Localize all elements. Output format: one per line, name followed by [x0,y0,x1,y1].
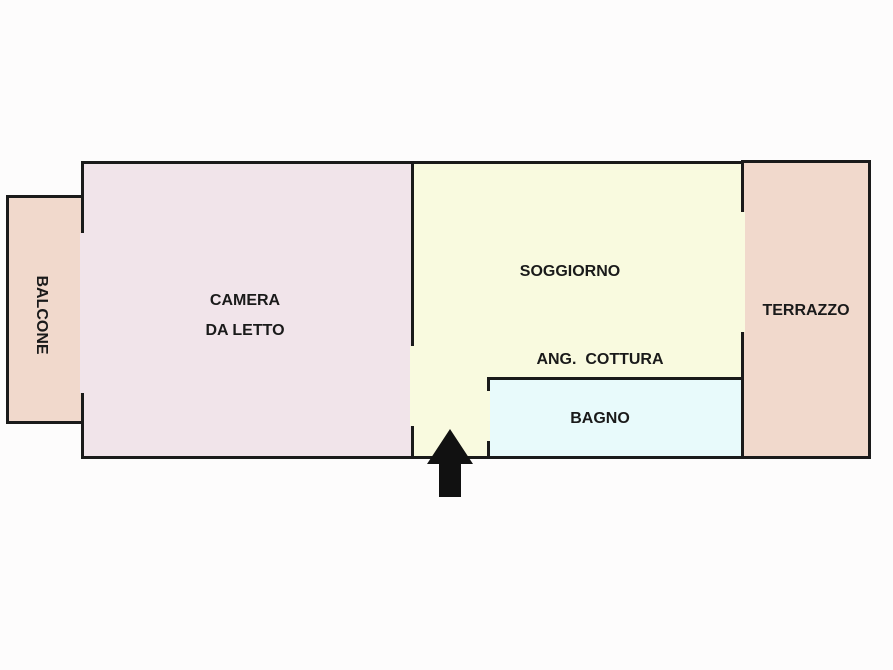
bedroom-label-line2: DA LETTO [205,322,285,339]
kitchenette-label: ANG. COTTURA [536,351,664,368]
bathroom-door [486,391,490,441]
arrow-up-icon [427,429,473,497]
balcony-room [6,195,85,424]
bedroom-balcony-door [80,233,85,393]
bedroom-label: CAMERA DA LETTO [145,286,345,346]
balcony-label: BALCONE [33,275,50,355]
bathroom-label: BAGNO [570,410,630,427]
bedroom-label-line1: CAMERA [209,292,281,309]
bedroom-living-door [410,346,415,426]
living-label: SOGGIORNO [519,263,621,280]
terrace-label: TERRAZZO [762,302,850,319]
bedroom-room [81,161,415,459]
living-terrace-door [740,212,745,332]
